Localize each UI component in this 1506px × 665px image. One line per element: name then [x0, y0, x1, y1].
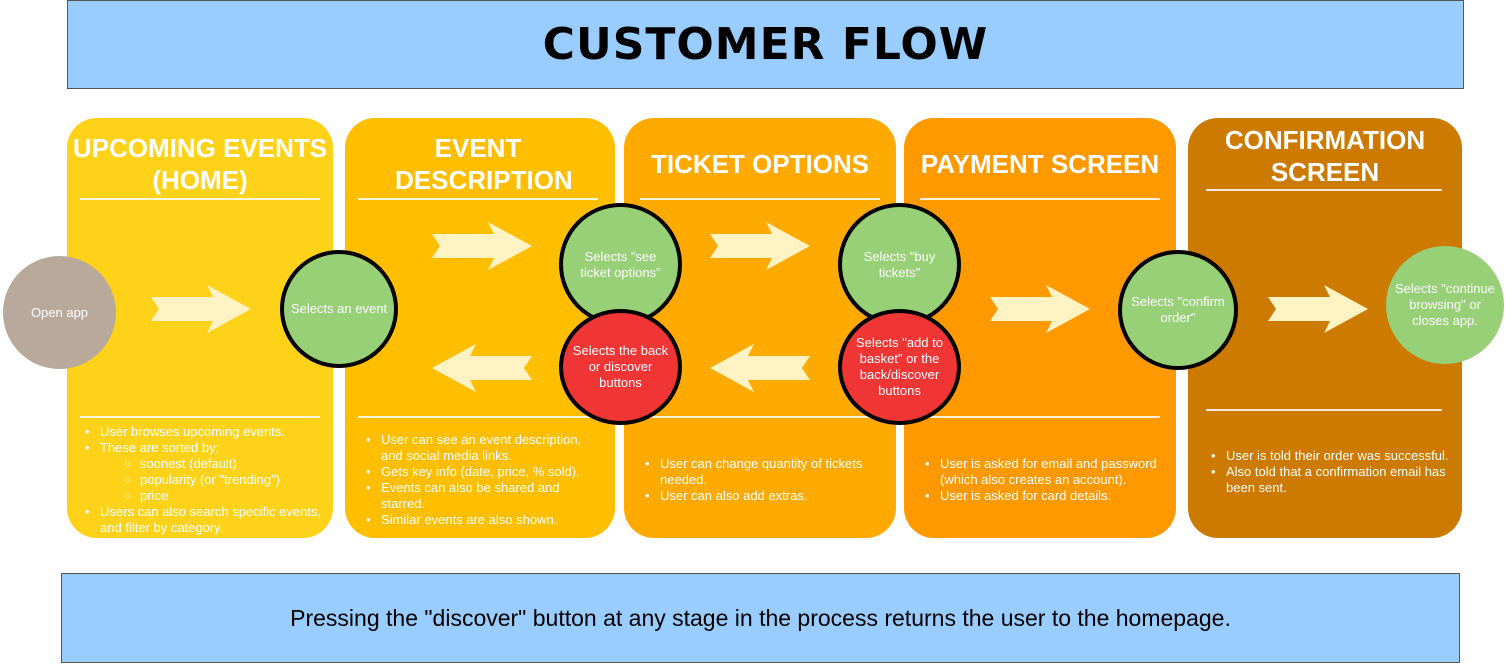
- note-item: User is told their order was successful.: [1206, 448, 1462, 464]
- note-item: User can also add extras.: [640, 488, 885, 504]
- divider: [920, 198, 1160, 200]
- arrow-right-icon: [1268, 285, 1368, 333]
- arrow-right-icon: [710, 222, 810, 270]
- arrow-right-icon: [432, 222, 532, 270]
- stage-notes: User can see an event description, and s…: [361, 432, 606, 528]
- node-selects-event: Selects an event: [280, 250, 398, 368]
- node-back-or-discover: Selects the back or discover buttons: [559, 309, 682, 425]
- divider: [1206, 409, 1442, 411]
- note-item: User can see an event description, and s…: [361, 432, 606, 464]
- note-item: Users can also search specific events, a…: [80, 504, 330, 536]
- stage-notes: User can change quantity of tickets need…: [640, 456, 885, 504]
- divider: [80, 416, 320, 418]
- divider: [358, 198, 598, 200]
- note-item: Gets key info (date, price, % sold).: [361, 464, 606, 480]
- node-confirm-order: Selects "confirm order": [1118, 250, 1238, 370]
- stage-notes: User is told their order was successful.…: [1206, 448, 1462, 496]
- stage-ticket-options: TICKET OPTIONS User can change quantity …: [624, 118, 896, 538]
- arrow-right-icon: [151, 285, 251, 333]
- stage-title: CONFIRMATION SCREEN: [1224, 125, 1426, 187]
- stage-title: EVENT DESCRIPTION: [395, 133, 573, 195]
- note-item: Also told that a confirmation email has …: [1206, 464, 1462, 496]
- note-item: User browses upcoming events.: [80, 424, 330, 440]
- divider: [640, 198, 880, 200]
- note-subitem: price: [80, 488, 330, 504]
- divider: [1206, 189, 1442, 191]
- node-see-ticket-options: Selects "see ticket options": [559, 203, 682, 326]
- diagram-title: CUSTOMER FLOW: [542, 19, 989, 70]
- note-item: User is asked for card details.: [920, 488, 1176, 504]
- footer-note: Pressing the "discover" button at any st…: [290, 604, 1231, 631]
- divider: [640, 416, 880, 418]
- divider: [920, 416, 1160, 418]
- divider: [80, 198, 320, 200]
- node-add-to-basket: Selects "add to basket" or the back/disc…: [838, 309, 961, 425]
- node-buy-tickets: Selects "buy tickets": [838, 203, 961, 326]
- note-item: Similar events are also shown.: [361, 512, 606, 528]
- node-open-app: Open app: [3, 256, 116, 369]
- note-item: These are sorted by;: [80, 440, 330, 456]
- stage-notes: User is asked for email and password (wh…: [920, 456, 1176, 504]
- title-banner: CUSTOMER FLOW: [67, 0, 1464, 89]
- note-item: User can change quantity of tickets need…: [640, 456, 885, 488]
- stage-title: PAYMENT SCREEN: [920, 149, 1160, 179]
- note-item: User is asked for email and password (wh…: [920, 456, 1176, 488]
- arrow-left-icon: [710, 344, 810, 392]
- stage-notes: User browses upcoming events. These are …: [80, 424, 330, 536]
- arrow-left-icon: [432, 344, 532, 392]
- footer-note-box: Pressing the "discover" button at any st…: [61, 573, 1460, 663]
- stage-title: TICKET OPTIONS: [650, 149, 870, 179]
- node-continue-browsing: Selects "continue browsing" or closes ap…: [1386, 246, 1504, 364]
- arrow-right-icon: [990, 285, 1090, 333]
- note-item: Events can also be shared and starred.: [361, 480, 606, 512]
- stage-title: UPCOMING EVENTS (HOME): [72, 133, 328, 195]
- divider: [358, 416, 598, 418]
- note-subitem: soonest (default): [80, 456, 330, 472]
- note-subitem: popularity (or "trending"): [80, 472, 330, 488]
